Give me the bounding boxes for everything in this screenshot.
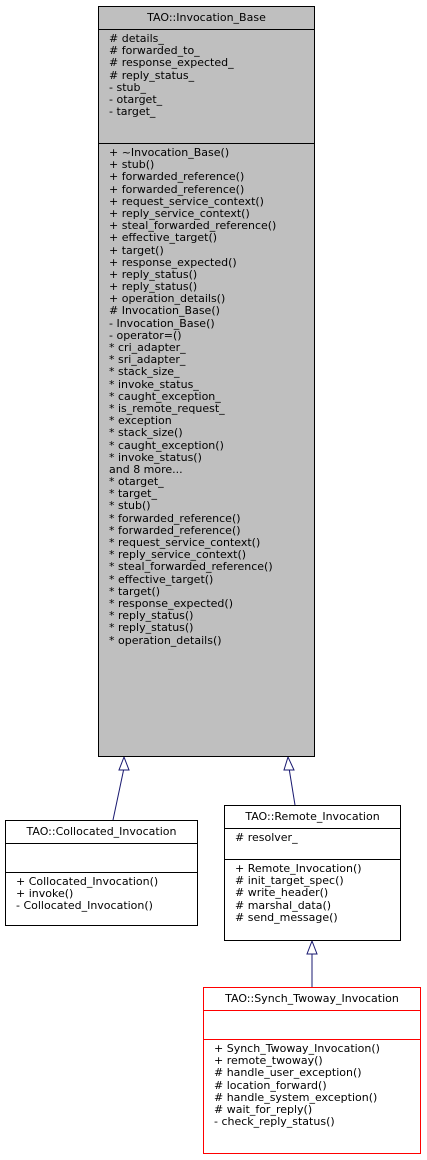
operation: # send_message() (235, 910, 338, 924)
operation: * reply_service_context() (109, 548, 247, 562)
arrowhead-collocated-to-base (118, 755, 130, 771)
operation: + forwarded_reference() (109, 170, 245, 184)
operation: * caught_exception_ (109, 389, 221, 403)
operation: + target() (109, 243, 164, 257)
operation: * exception (109, 414, 172, 428)
operation: # wait_for_reply() (214, 1102, 313, 1116)
operation: # handle_system_exception() (214, 1090, 378, 1104)
class-title: TAO::Remote_Invocation (245, 810, 380, 823)
edge-collocated-to-base (112, 767, 125, 821)
operation: # handle_user_exception() (214, 1066, 362, 1080)
attribute: # response_expected_ (109, 56, 234, 70)
operations-section: + Remote_Invocation() # init_target_spec… (225, 859, 400, 928)
operation: # location_forward() (214, 1078, 327, 1092)
arrowhead-synch-to-remote (306, 939, 318, 955)
operation: * otarget_ (109, 475, 164, 489)
operation: * effective_target() (109, 572, 214, 586)
operations-section: + Collocated_Invocation() + invoke() - C… (6, 872, 197, 917)
attributes-section: # details_ # forwarded_to_ # response_ex… (99, 29, 314, 143)
class-title: TAO::Synch_Twoway_Invocation (225, 992, 399, 1005)
attribute: # details_ (109, 32, 164, 45)
operation: * reply_status() (109, 621, 194, 635)
attributes-section (204, 1010, 420, 1039)
operation: - Collocated_Invocation() (16, 899, 153, 913)
operation: * request_service_context() (109, 536, 261, 549)
operation: + reply_status() (109, 267, 198, 281)
operation: # write_header() (235, 886, 329, 900)
operations-section: + Synch_Twoway_Invocation() + remote_two… (204, 1039, 420, 1132)
operation: * target() (109, 584, 161, 598)
operation: + forwarded_reference() (109, 182, 245, 196)
operation: - Invocation_Base() (109, 316, 215, 330)
operation: * cri_adapter_ (109, 341, 186, 354)
operation: * caught_exception() (109, 438, 224, 452)
operation: + invoke() (16, 887, 74, 901)
class-remote-invocation[interactable]: TAO::Remote_Invocation # resolver_ + Rem… (224, 805, 401, 941)
operation: + Remote_Invocation() (235, 862, 362, 875)
operation: + remote_twoway() (214, 1054, 323, 1068)
operation: * forwarded_reference() (109, 523, 241, 537)
operation: * operation_details() (109, 633, 222, 647)
arrowhead-remote-to-base (283, 755, 295, 771)
operation: * target_ (109, 487, 157, 501)
operation: + Collocated_Invocation() (16, 875, 159, 888)
operation: - operator=() (109, 328, 182, 342)
operation: * stack_size() (109, 426, 183, 440)
operation: * sri_adapter_ (109, 353, 186, 367)
operation: + reply_service_context() (109, 206, 250, 220)
more-members-note: and 8 more... (109, 462, 183, 476)
class-synch-twoway-invocation[interactable]: TAO::Synch_Twoway_Invocation + Synch_Two… (203, 987, 421, 1154)
attribute: # forwarded_to_ (109, 44, 200, 58)
operation: * is_remote_request_ (109, 401, 225, 415)
operation: + request_service_context() (109, 194, 264, 208)
operation: # Invocation_Base() (109, 304, 220, 318)
operation: * reply_status() (109, 609, 194, 623)
operation: * response_expected() (109, 596, 233, 610)
attributes-section (6, 843, 197, 872)
class-collocated-invocation[interactable]: TAO::Collocated_Invocation + Collocated_… (5, 820, 198, 926)
operation: # marshal_data() (235, 898, 332, 912)
operation: + reply_status() (109, 280, 198, 294)
operation: * steal_forwarded_reference() (109, 560, 273, 574)
attribute: # reply_status_ (109, 68, 195, 82)
attribute: - stub_ (109, 80, 146, 94)
operation: # init_target_spec() (235, 874, 344, 888)
operation: * invoke_status_ (109, 377, 199, 391)
operation: * stub() (109, 499, 151, 513)
operation: + effective_target() (109, 231, 218, 245)
operation: + ~Invocation_Base() (109, 146, 230, 159)
attributes-section: # resolver_ (225, 828, 400, 859)
operation: * forwarded_reference() (109, 511, 241, 525)
operation: + Synch_Twoway_Invocation() (214, 1042, 380, 1055)
attribute: # resolver_ (235, 831, 298, 844)
operation: + stub() (109, 158, 155, 172)
class-invocation-base[interactable]: TAO::Invocation_Base # details_ # forwar… (98, 6, 315, 757)
operation: + operation_details() (109, 292, 226, 306)
class-title: TAO::Invocation_Base (147, 11, 266, 24)
attribute: - target_ (109, 105, 156, 119)
operation: * invoke_status() (109, 450, 202, 464)
operation: + response_expected() (109, 255, 237, 269)
operation: - check_reply_status() (214, 1115, 335, 1129)
operation: * stack_size_ (109, 365, 180, 379)
class-title: TAO::Collocated_Invocation (26, 825, 177, 838)
attribute: - otarget_ (109, 92, 163, 106)
operations-section: + ~Invocation_Base() + stub() + forwarde… (99, 143, 314, 651)
edge-remote-to-base (288, 767, 296, 806)
operation: + steal_forwarded_reference() (109, 219, 277, 233)
